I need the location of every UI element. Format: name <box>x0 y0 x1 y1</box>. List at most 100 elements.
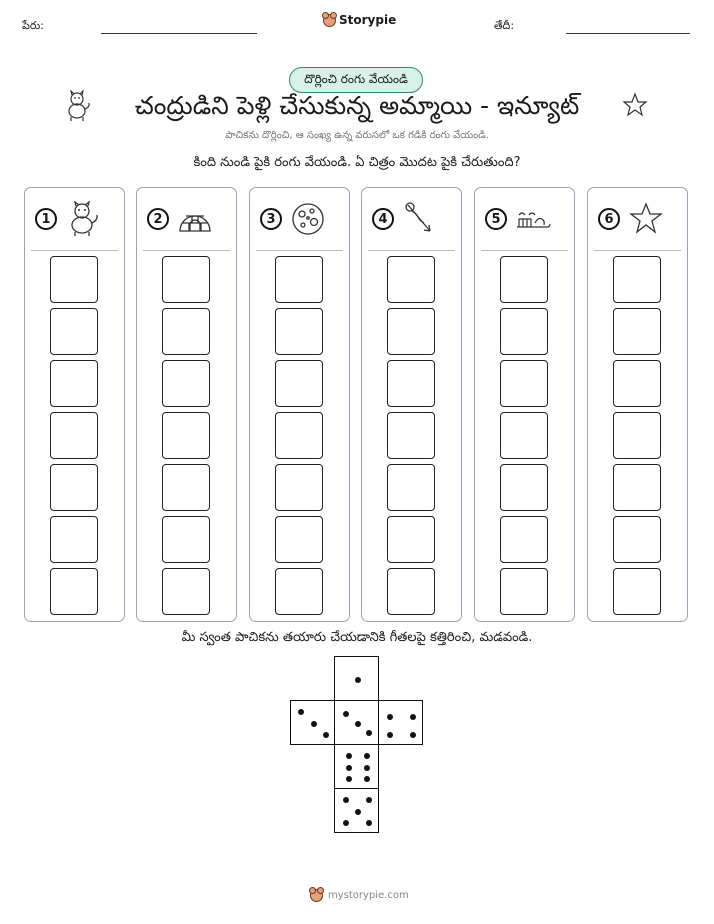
die-pip <box>363 775 370 782</box>
die-face[interactable] <box>378 700 423 745</box>
color-boxes <box>162 256 210 620</box>
color-column-6: 6 <box>587 187 688 622</box>
bear-icon <box>309 887 324 902</box>
date-line[interactable] <box>566 33 690 34</box>
color-box[interactable] <box>162 256 210 303</box>
color-box[interactable] <box>162 464 210 511</box>
color-box[interactable] <box>50 412 98 459</box>
column-divider <box>368 250 455 251</box>
dog-icon <box>68 90 90 121</box>
color-box[interactable] <box>275 516 323 563</box>
color-box[interactable] <box>275 360 323 407</box>
color-box[interactable] <box>613 412 661 459</box>
color-box[interactable] <box>162 308 210 355</box>
color-box[interactable] <box>275 308 323 355</box>
brand-logo: Storypie <box>322 11 397 27</box>
cut-instruction: మీ స్వంత పాచికను తయారు చేయడానికి గీతలపై … <box>181 630 533 645</box>
color-box[interactable] <box>500 516 548 563</box>
die-pip <box>363 764 370 771</box>
star-icon <box>622 92 648 117</box>
sled-icon <box>517 212 551 228</box>
name-line[interactable] <box>101 33 257 34</box>
column-divider <box>31 250 118 251</box>
color-box[interactable] <box>500 568 548 615</box>
color-box[interactable] <box>50 308 98 355</box>
color-column-2: 2 <box>136 187 237 622</box>
color-box[interactable] <box>50 568 98 615</box>
color-box[interactable] <box>613 360 661 407</box>
instruction: కింది నుండి పైకి రంగు వేయండి. ఏ చిత్రం మ… <box>193 155 521 170</box>
die-pip <box>323 731 330 738</box>
color-box[interactable] <box>162 568 210 615</box>
color-box[interactable] <box>387 464 435 511</box>
color-box[interactable] <box>50 516 98 563</box>
dog-icon <box>71 201 98 236</box>
color-column-5: 5 <box>474 187 575 622</box>
color-box[interactable] <box>613 464 661 511</box>
color-box[interactable] <box>162 360 210 407</box>
color-box[interactable] <box>613 568 661 615</box>
color-box[interactable] <box>50 464 98 511</box>
color-box[interactable] <box>613 256 661 303</box>
color-column-1: 1 <box>24 187 125 622</box>
die-face[interactable] <box>334 700 379 745</box>
color-column-4: 4 <box>361 187 462 622</box>
color-box[interactable] <box>387 256 435 303</box>
color-boxes <box>387 256 435 620</box>
color-box[interactable] <box>275 256 323 303</box>
column-number: 3 <box>260 208 282 230</box>
color-box[interactable] <box>500 464 548 511</box>
activity-badge: దొర్లించి రంగు వేయండి <box>289 67 423 93</box>
column-divider <box>481 250 568 251</box>
die-face[interactable] <box>290 700 335 745</box>
die-pip <box>297 709 304 716</box>
date-label: తేదీ: <box>494 19 515 32</box>
color-box[interactable] <box>50 360 98 407</box>
harpoon-icon <box>405 202 431 232</box>
die-face[interactable] <box>334 656 379 701</box>
die-face[interactable] <box>334 788 379 833</box>
die-pip <box>343 819 350 826</box>
moon-icon <box>292 203 324 235</box>
color-box[interactable] <box>613 308 661 355</box>
color-boxes <box>500 256 548 620</box>
color-box[interactable] <box>387 360 435 407</box>
column-header: 5 <box>475 188 574 250</box>
color-box[interactable] <box>275 412 323 459</box>
brand-name: Storypie <box>339 13 397 27</box>
color-boxes <box>613 256 661 620</box>
footer-url[interactable]: mystorypie.com <box>328 890 409 901</box>
die-pip <box>387 713 394 720</box>
color-box[interactable] <box>500 256 548 303</box>
die-pip <box>354 676 361 683</box>
color-box[interactable] <box>387 308 435 355</box>
color-box[interactable] <box>275 568 323 615</box>
color-box[interactable] <box>500 412 548 459</box>
column-number: 1 <box>35 208 57 230</box>
die-pip <box>409 713 416 720</box>
die-pip <box>345 775 352 782</box>
color-box[interactable] <box>275 464 323 511</box>
subtitle: పాచికను దొర్లించి, ఆ సంఖ్య ఉన్న వరుసలో ఒ… <box>225 130 489 141</box>
column-divider <box>143 250 230 251</box>
color-box[interactable] <box>162 412 210 459</box>
color-box[interactable] <box>613 516 661 563</box>
color-box[interactable] <box>387 516 435 563</box>
color-box[interactable] <box>50 256 98 303</box>
die-face[interactable] <box>334 744 379 789</box>
color-box[interactable] <box>387 412 435 459</box>
color-box[interactable] <box>500 308 548 355</box>
footer: mystorypie.com <box>309 887 409 902</box>
star-icon <box>629 202 663 234</box>
color-column-3: 3 <box>249 187 350 622</box>
die-pip <box>310 720 317 727</box>
color-box[interactable] <box>162 516 210 563</box>
page-title: చంద్రుడిని పెళ్లి చేసుకున్న అమ్మాయి - ఇన… <box>134 91 580 120</box>
column-number: 6 <box>598 208 620 230</box>
die-pip <box>354 808 361 815</box>
color-box[interactable] <box>387 568 435 615</box>
color-boxes <box>50 256 98 620</box>
die-pip <box>363 753 370 760</box>
color-box[interactable] <box>500 360 548 407</box>
column-header: 2 <box>137 188 236 250</box>
